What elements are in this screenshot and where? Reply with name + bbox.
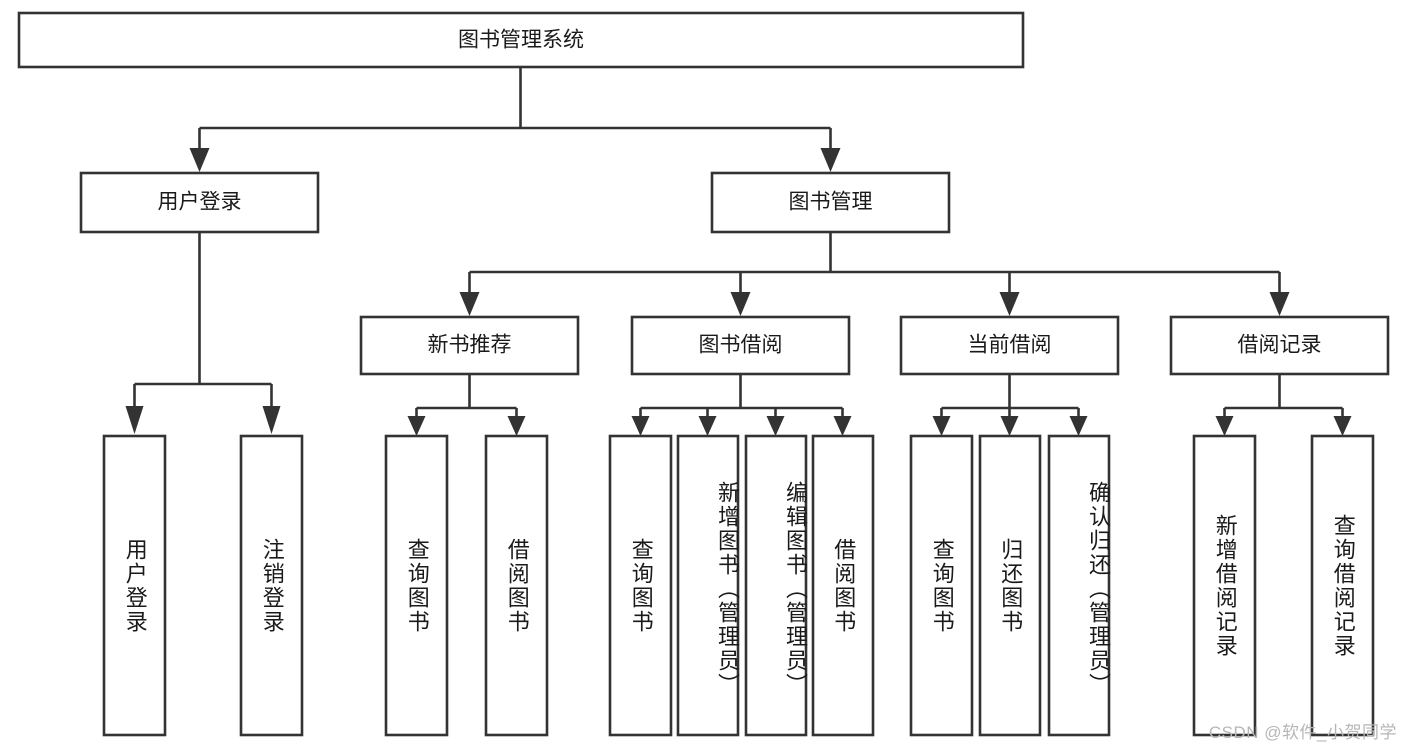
arrow-head-new-book-recommend: [459, 292, 480, 316]
node-box-leaf-query-book-3[interactable]: [909, 434, 974, 737]
node-box-leaf-user-logout[interactable]: [239, 434, 304, 737]
csdn-watermark: CSDN @软件_小贺同学: [1208, 723, 1397, 742]
arrow-head-leaf-user-logout: [262, 406, 281, 434]
node-box-leaf-query-book-2[interactable]: [608, 434, 673, 737]
arrow-head-leaf-return-book: [1000, 416, 1019, 436]
node-box-book-borrow[interactable]: [630, 315, 851, 376]
arrow-head-current-borrow: [999, 292, 1020, 316]
node-box-leaf-add-record[interactable]: [1192, 434, 1257, 737]
node-box-leaf-borrow-book-2[interactable]: [811, 434, 875, 737]
arrow-head-leaf-query-record: [1333, 416, 1352, 436]
arrow-head-borrow-record: [1269, 292, 1290, 316]
arrow-head-leaf-query-book-2: [631, 416, 650, 436]
node-box-leaf-query-book-1[interactable]: [384, 434, 449, 737]
node-box-leaf-return-book[interactable]: [978, 434, 1042, 737]
arrow-head-leaf-borrow-book-1: [507, 416, 526, 436]
node-box-leaf-add-book[interactable]: [676, 434, 740, 737]
arrow-head-book-borrow: [730, 292, 751, 316]
node-box-leaf-query-record[interactable]: [1310, 434, 1375, 737]
node-box-leaf-edit-book[interactable]: [744, 434, 808, 737]
arrow-head-leaf-query-book-1: [407, 416, 426, 436]
node-label-user-login: 用户登录: [158, 191, 242, 214]
connector-group-current-borrow: [932, 374, 1088, 436]
node-box-leaf-user-login[interactable]: [102, 434, 167, 737]
node-box-book-management[interactable]: [710, 171, 951, 234]
arrow-head-leaf-add-book: [698, 416, 717, 436]
connector-group-borrow-record: [1215, 374, 1352, 436]
node-box-borrow-record[interactable]: [1169, 315, 1390, 376]
node-box-leaf-borrow-book-1[interactable]: [484, 434, 549, 737]
arrow-head-user-login: [189, 148, 210, 172]
connector-group-new-book-recommend: [407, 374, 526, 436]
node-label-borrow-record: 借阅记录: [1238, 334, 1322, 357]
connector-group-user-login: [125, 232, 281, 434]
node-box-leaf-confirm-return[interactable]: [1047, 434, 1111, 737]
node-label-current-borrow: 当前借阅: [968, 334, 1052, 357]
connector-group-book-borrow: [631, 374, 852, 436]
arrow-head-book-management: [820, 148, 841, 172]
connector-group-book-management: [459, 232, 1290, 316]
node-box-root[interactable]: [17, 11, 1025, 69]
arrow-head-leaf-user-login: [125, 406, 144, 434]
arrow-head-leaf-edit-book: [766, 416, 785, 436]
node-box-current-borrow[interactable]: [899, 315, 1120, 376]
arrow-head-leaf-borrow-book-2: [833, 416, 852, 436]
arrow-head-leaf-add-record: [1215, 416, 1234, 436]
node-label-root: 图书管理系统: [458, 29, 584, 52]
node-box-user-login[interactable]: [79, 171, 320, 234]
arrow-head-leaf-query-book-3: [932, 416, 951, 436]
connector-group-root: [189, 67, 841, 172]
node-box-new-book-recommend[interactable]: [359, 315, 580, 376]
node-label-new-book-recommend: 新书推荐: [428, 334, 512, 357]
arrow-head-leaf-confirm-return: [1069, 416, 1088, 436]
node-label-book-management: 图书管理: [789, 191, 873, 214]
node-label-book-borrow: 图书借阅: [699, 334, 783, 357]
